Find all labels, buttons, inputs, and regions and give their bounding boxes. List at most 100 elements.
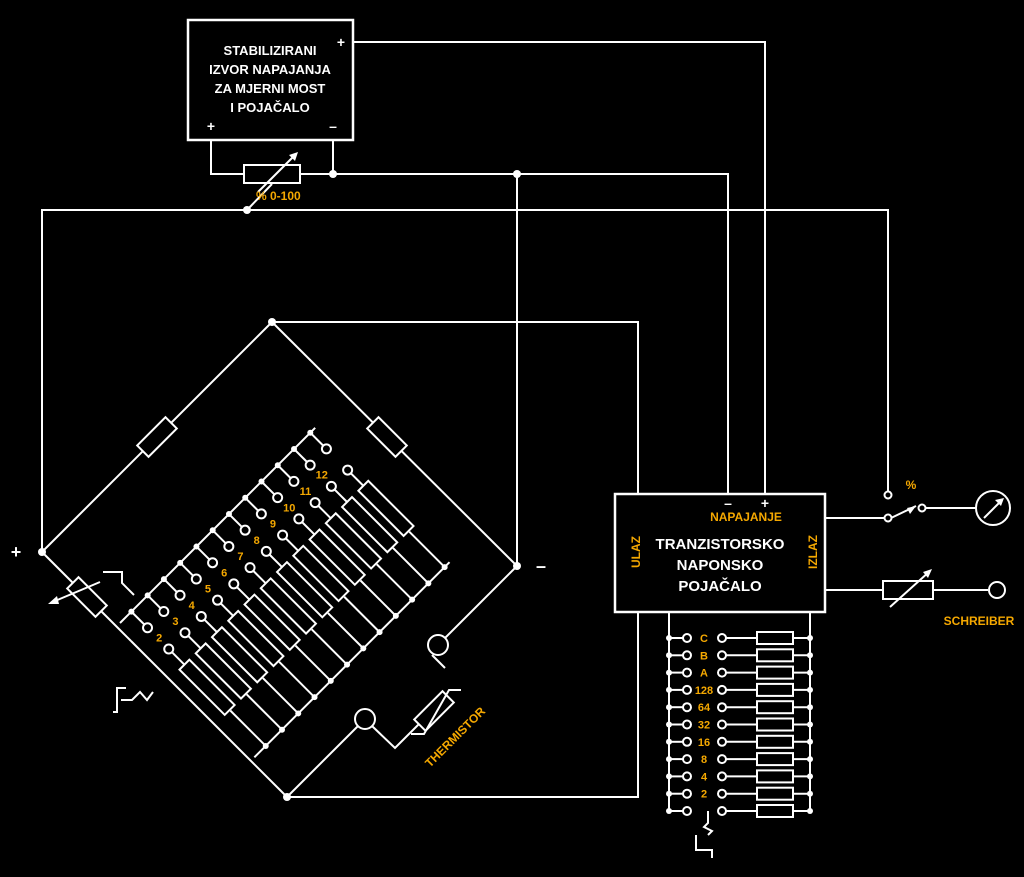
gain-tap-label: 32	[698, 720, 710, 732]
gain-input-terminal	[682, 754, 692, 765]
range-resistor	[226, 609, 285, 668]
supply-plus-top: +	[337, 34, 345, 50]
amplifier-line-1: TRANZISTORSKO	[656, 536, 785, 553]
range-tap-label: 2	[156, 632, 162, 644]
gain-output-terminal	[717, 702, 727, 713]
range-tap-label: 11	[300, 486, 312, 498]
gain-input-terminal	[682, 788, 692, 799]
recorder-label: SCHREIBER	[944, 614, 1015, 628]
range-input-terminal	[190, 573, 202, 585]
gain-resistor	[756, 682, 794, 697]
gain-resistor	[756, 631, 794, 645]
amplifier-input-label: ULAZ	[629, 536, 643, 568]
range-resistor	[291, 544, 350, 603]
supply-plus-bottom: +	[207, 118, 215, 134]
range-resistor	[194, 642, 253, 701]
gain-input-terminal	[682, 633, 692, 643]
gain-input-terminal	[682, 771, 692, 782]
output-switch-meter: %	[825, 478, 1011, 526]
range-output-terminal	[212, 594, 224, 606]
gain-resistor	[756, 717, 794, 732]
gain-input-terminal	[682, 806, 692, 816]
range-tap-label: 3	[172, 616, 178, 628]
gain-input-terminal	[682, 736, 692, 747]
range-tap-label: 9	[270, 519, 276, 531]
gain-output-terminal	[717, 684, 727, 695]
gain-output-terminal	[717, 633, 727, 643]
range-tap-label: 5	[205, 584, 211, 596]
range-input-terminal	[304, 459, 316, 471]
range-input-terminal	[142, 622, 154, 634]
gain-input-terminal	[682, 667, 692, 678]
range-resistor	[243, 593, 302, 652]
amplifier-supply-minus: –	[724, 495, 732, 511]
range-resistor	[340, 495, 399, 554]
amplifier-output-label: IZLAZ	[806, 535, 820, 569]
range-input-terminal	[239, 524, 251, 536]
gain-resistor	[756, 648, 794, 663]
power-supply-box: STABILIZIRANI IZVOR NAPAJANJA ZA MJERNI …	[186, 18, 355, 142]
gain-output-terminal	[717, 771, 727, 782]
range-input-terminal	[255, 508, 267, 520]
gain-tap-label: 128	[695, 685, 713, 697]
amplifier-box: TRANZISTORSKO NAPONSKO POJAČALO ULAZ IZL…	[613, 492, 827, 614]
gain-resistor	[756, 700, 794, 715]
amplifier-supply-label: NAPAJANJE	[710, 510, 782, 524]
range-input-terminal	[288, 475, 300, 487]
gain-tap-label: C	[700, 633, 708, 645]
range-output-terminal	[195, 610, 207, 622]
range-tap-label: 12	[316, 470, 328, 482]
gain-input-terminal	[682, 650, 692, 661]
range-resistor	[324, 511, 383, 570]
range-input-terminal	[207, 557, 219, 569]
range-tap-label: 10	[283, 502, 295, 514]
bridge-minus-label: –	[536, 556, 546, 576]
power-supply-line-4: I POJAČALO	[230, 100, 309, 115]
gain-tap-label: 16	[698, 737, 710, 749]
range-output-terminal	[244, 562, 256, 574]
gain-tap-label: 64	[698, 702, 711, 714]
gain-tap-label: 8	[701, 754, 707, 766]
range-output-terminal	[179, 627, 191, 639]
gain-input-terminal	[682, 684, 692, 695]
range-output-terminal	[277, 529, 289, 541]
gain-output-terminal	[717, 754, 727, 765]
range-output-terminal	[163, 643, 175, 655]
range-output-terminal	[309, 497, 321, 509]
range-resistor	[210, 625, 269, 684]
gain-output-terminal	[717, 667, 727, 678]
gain-resistor	[756, 786, 794, 801]
gain-resistor	[756, 752, 794, 767]
range-tap-label: 7	[237, 551, 243, 563]
power-supply-line-3: ZA MJERNI MOST	[215, 81, 326, 96]
range-tap-label: 6	[221, 567, 227, 579]
gain-output-terminal	[717, 788, 727, 799]
range-output-terminal	[228, 578, 240, 590]
amplifier-line-3: POJAČALO	[678, 577, 762, 595]
recorder-output: SCHREIBER	[825, 569, 1015, 628]
range-output-terminal	[325, 480, 337, 492]
range-output-terminal	[342, 464, 354, 476]
range-resistor	[259, 576, 318, 635]
range-tap-label: 4	[189, 600, 196, 612]
measuring-bridge: + – THERMISTOR	[11, 318, 639, 801]
potentiometer: % 0-100	[243, 152, 521, 214]
range-resistor	[178, 658, 237, 717]
gain-tap-label: 2	[701, 789, 707, 801]
switch-label: %	[906, 478, 917, 492]
range-input-terminal	[223, 540, 235, 552]
range-input-terminal	[174, 589, 186, 601]
range-tap-label: 8	[254, 535, 260, 547]
range-resistor	[308, 528, 367, 587]
amplifier-supply-plus: +	[761, 495, 769, 511]
power-supply-line-1: STABILIZIRANI	[224, 43, 317, 58]
range-output-terminal	[260, 545, 272, 557]
gain-resistor	[756, 804, 794, 818]
gain-resistor	[756, 734, 794, 749]
bridge-plus-label: +	[11, 542, 22, 562]
gain-tap-label: A	[700, 668, 708, 680]
gain-input-terminal	[682, 719, 692, 730]
power-supply-line-2: IZVOR NAPAJANJA	[209, 62, 331, 77]
